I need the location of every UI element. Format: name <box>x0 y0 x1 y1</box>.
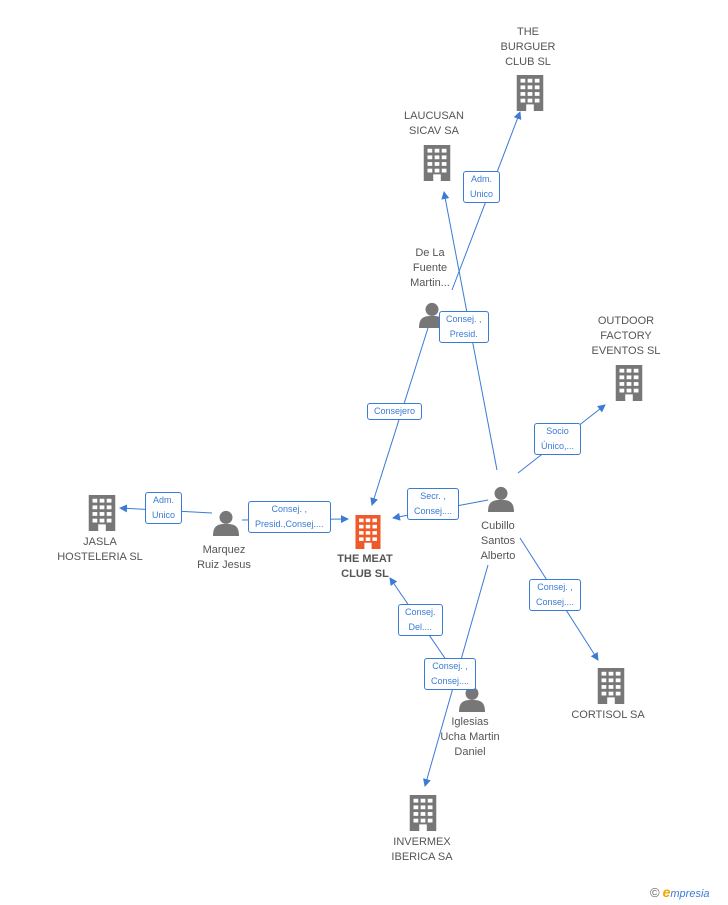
cubillo-person-icon[interactable] <box>488 486 514 512</box>
edge-label-adm-unico-burguer[interactable]: Adm. Unico <box>463 171 501 203</box>
edge-label-consej-presid-laucusan[interactable]: Consej. , Presid. <box>439 311 489 343</box>
logo-text: mpresia <box>670 888 710 900</box>
edge-label-consej-consej-invermex[interactable]: Consej. , Consej.... <box>424 658 477 690</box>
the-meat-club-building-icon[interactable] <box>355 515 381 549</box>
empresia-logo: ©empresia <box>650 884 710 900</box>
outdoor-building-icon[interactable] <box>615 365 643 401</box>
iglesias-person-icon[interactable] <box>459 686 485 712</box>
logo-initial: e <box>662 884 671 900</box>
node-label-jasla[interactable]: JASLA HOSTELERIA SL <box>57 536 143 563</box>
marquez-person-icon[interactable] <box>213 510 239 536</box>
invermex-building-icon[interactable] <box>409 795 437 831</box>
node-label-marquez[interactable]: Marquez Ruiz Jesus <box>197 544 251 571</box>
jasla-building-icon[interactable] <box>88 495 116 531</box>
edge-label-adm-unico-jasla[interactable]: Adm. Unico <box>145 492 183 524</box>
edge-label-consej-del[interactable]: Consej. Del.... <box>398 604 443 636</box>
edge-label-consej-presid-meat[interactable]: Consej. , Presid.,Consej.... <box>248 501 331 533</box>
edge-label-socio-unico[interactable]: Socio Único,... <box>534 423 582 455</box>
node-label-iglesias[interactable]: Iglesias Ucha Martin Daniel <box>440 716 500 758</box>
laucusan-building-icon[interactable] <box>423 145 451 181</box>
node-label-burguer[interactable]: THE BURGUER CLUB SL <box>500 26 556 68</box>
node-label-cortisol[interactable]: CORTISOL SA <box>571 709 645 721</box>
node-label-outdoor[interactable]: OUTDOOR FACTORY EVENTOS SL <box>591 315 661 357</box>
edge-label-consejero[interactable]: Consejero <box>367 403 423 420</box>
node-label-delafuente[interactable]: De La Fuente Martin... <box>410 247 450 289</box>
node-label-the-meat-club[interactable]: THE MEAT CLUB SL <box>337 553 393 580</box>
edge-label-secr-consej[interactable]: Secr. , Consej.... <box>407 488 460 520</box>
node-label-invermex[interactable]: INVERMEX IBERICA SA <box>391 836 453 863</box>
cortisol-building-icon[interactable] <box>597 668 625 704</box>
node-label-laucusan[interactable]: LAUCUSAN SICAV SA <box>404 110 464 137</box>
copyright-symbol: © <box>650 885 660 900</box>
burguer-building-icon[interactable] <box>516 75 544 111</box>
node-label-cubillo[interactable]: Cubillo Santos Alberto <box>480 520 516 562</box>
edge-label-consej-consej-cortisol[interactable]: Consej. , Consej.... <box>529 579 582 611</box>
